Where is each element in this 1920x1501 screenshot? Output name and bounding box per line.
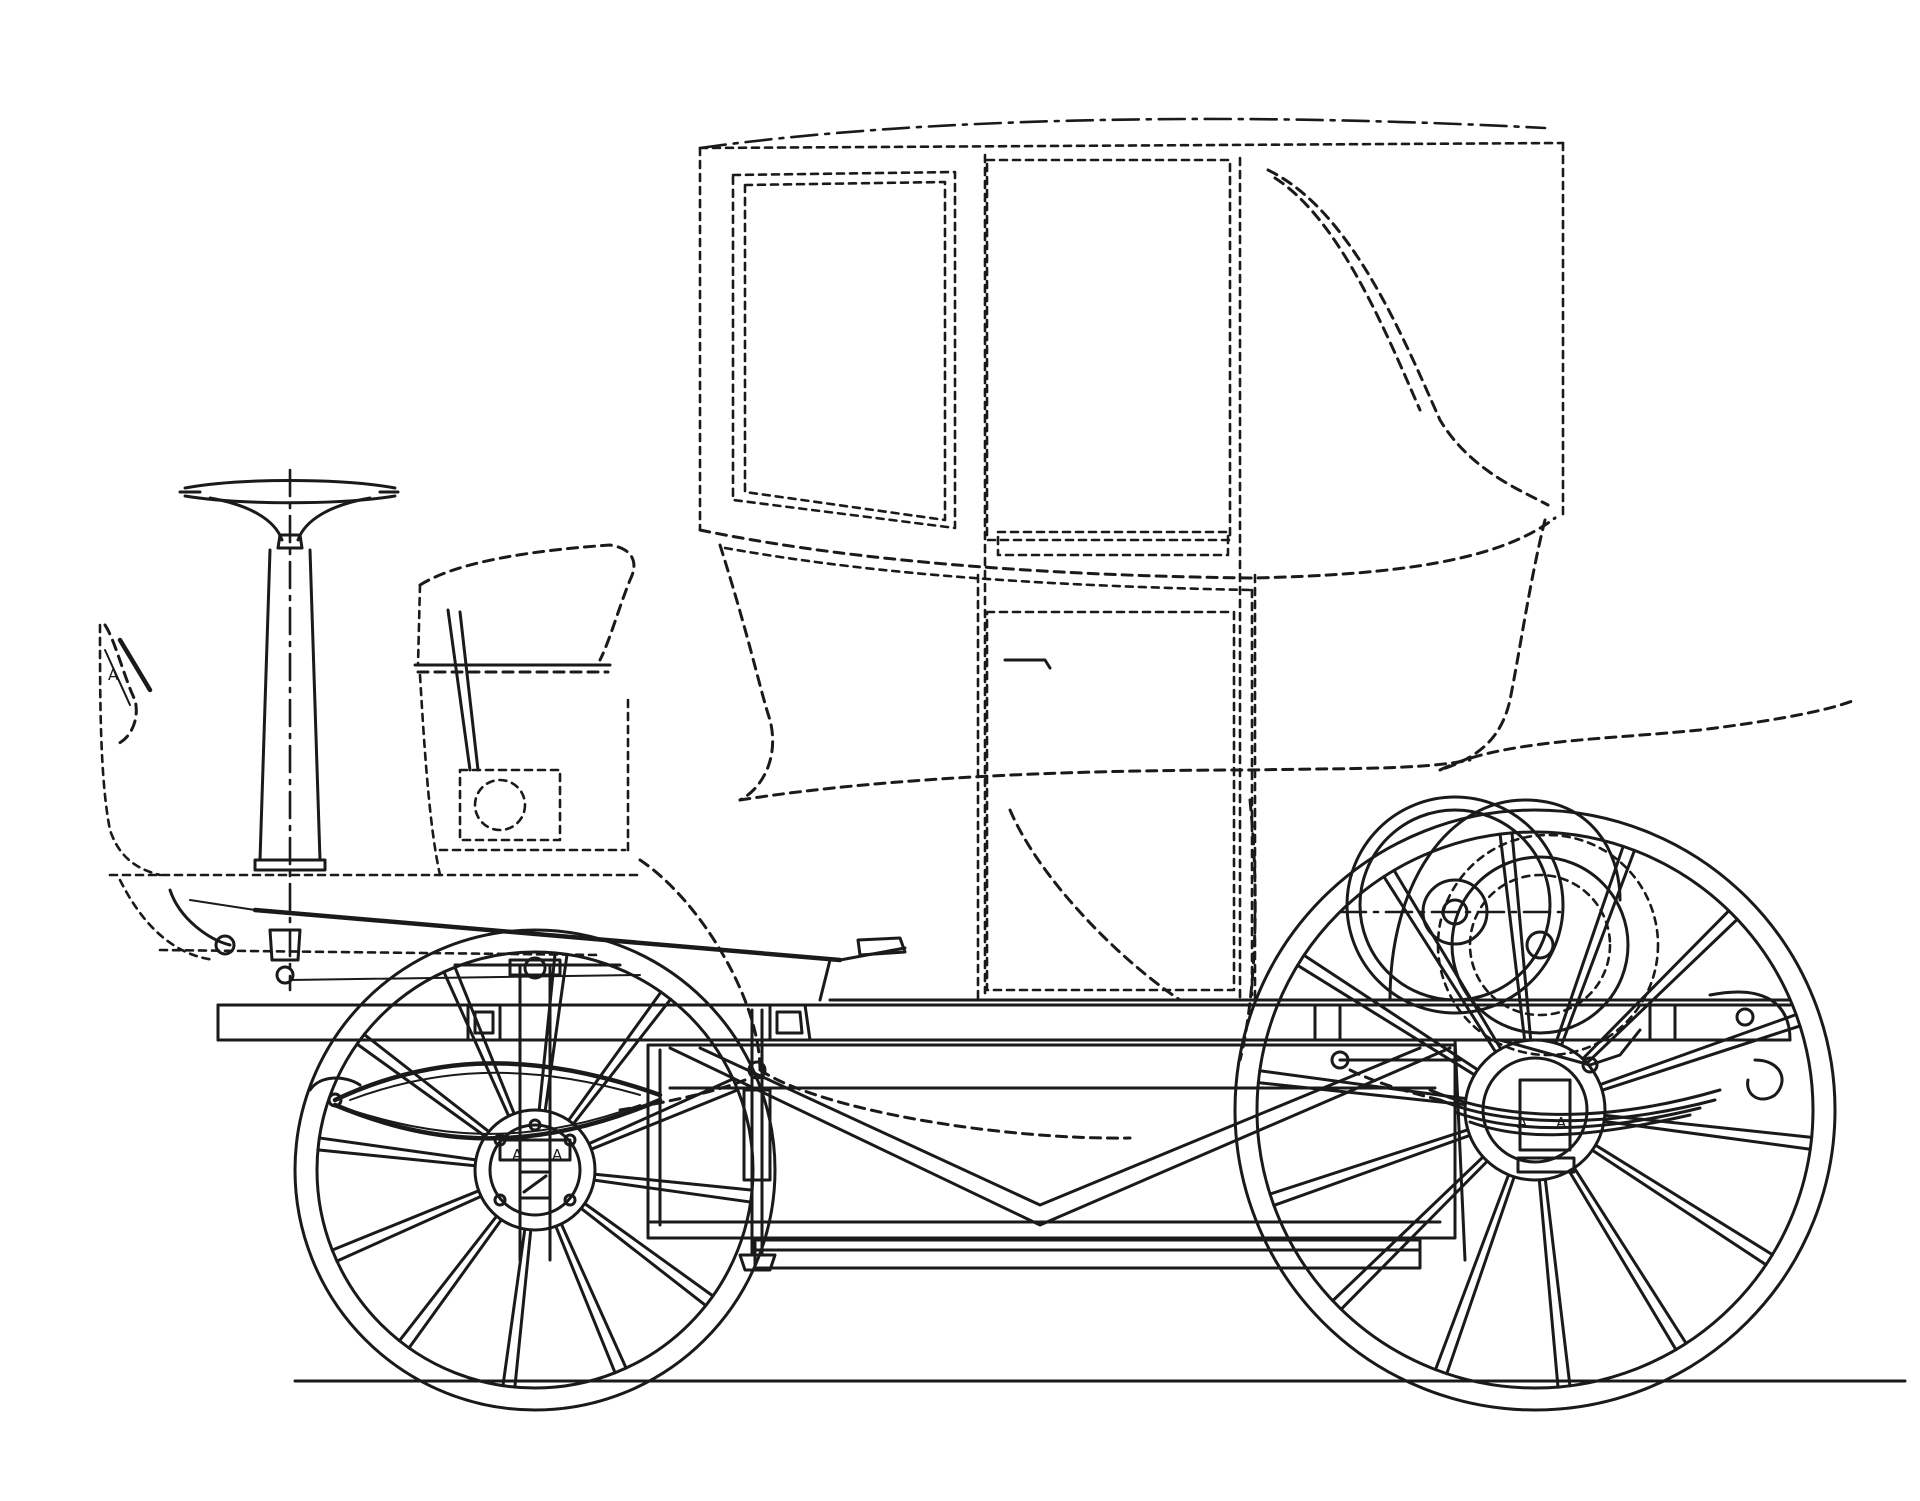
- dash-label: A: [108, 666, 119, 684]
- front-wheel: [293, 928, 777, 1412]
- cab-body: [638, 117, 1857, 1140]
- front-spoke: [579, 1202, 715, 1308]
- front-spoke: [316, 1136, 478, 1168]
- spring-label-rear-left: A: [1517, 1114, 1528, 1132]
- front-spoke: [442, 965, 516, 1118]
- spring-label-front-right: A: [552, 1146, 563, 1164]
- motor-and-brake-drum: [1338, 795, 1660, 1074]
- front-spoke: [355, 1032, 491, 1138]
- front-spoke: [397, 1214, 503, 1350]
- rear-spoke: [1268, 1128, 1472, 1207]
- front-spoke: [330, 1189, 483, 1263]
- rear-spoke: [1581, 909, 1739, 1065]
- front-spoke: [501, 1227, 533, 1389]
- rear-spoke: [1598, 1013, 1802, 1092]
- rear-spoke: [1296, 953, 1480, 1077]
- rear-wheel: [1233, 808, 1837, 1412]
- front-axle-assembly: A A: [332, 956, 747, 1262]
- front-wheel-spokes: [316, 951, 754, 1389]
- front-spoke: [567, 990, 673, 1126]
- rear-spoke: [1567, 1166, 1688, 1352]
- rear-spoke: [1433, 1173, 1516, 1376]
- chassis-frame: [216, 990, 1792, 1270]
- tension-rod: [738, 1003, 1677, 1272]
- rear-spoke: [1498, 831, 1533, 1043]
- front-spoke: [592, 1172, 754, 1204]
- spring-label-rear-right: A: [1556, 1114, 1567, 1132]
- rear-spoke: [1256, 1069, 1468, 1107]
- rear-spoke: [1590, 1143, 1774, 1267]
- front-spoke: [587, 1077, 740, 1151]
- rear-wheel-spokes: [1256, 831, 1814, 1389]
- driver-seat-and-dash: [98, 543, 642, 962]
- spring-label-front-left: A: [512, 1146, 523, 1164]
- front-spoke: [554, 1222, 628, 1375]
- steering-column: [178, 468, 400, 992]
- steering-drag-link: [168, 888, 907, 1002]
- rear-spoke: [1537, 1177, 1572, 1389]
